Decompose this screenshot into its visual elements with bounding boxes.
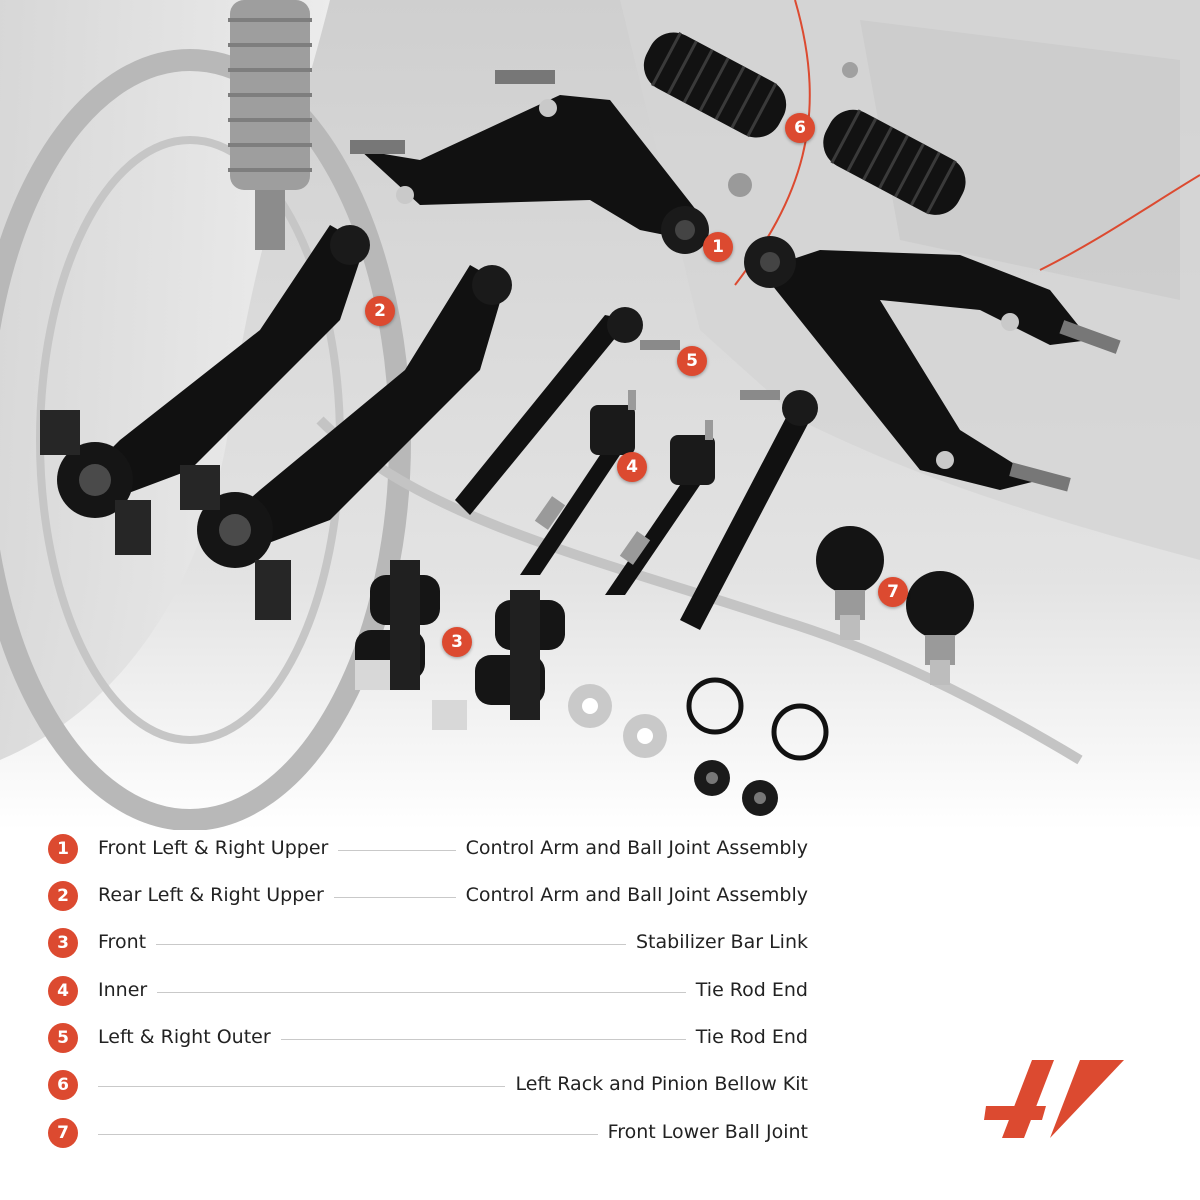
legend-right-label: Left Rack and Pinion Bellow Kit xyxy=(505,1073,808,1095)
callout-3: 3 xyxy=(442,627,472,657)
legend-number-badge: 3 xyxy=(48,928,78,958)
legend-number-badge: 5 xyxy=(48,1023,78,1053)
legend-row-1: 1 Front Left & Right Upper Control Arm a… xyxy=(48,832,808,866)
inner-tie-rod-end-right xyxy=(605,420,715,595)
rear-upper-control-arm-left xyxy=(40,225,370,555)
brand-logo xyxy=(984,1058,1156,1140)
legend-left-label: Front xyxy=(98,931,157,953)
leader-line xyxy=(98,1086,808,1087)
stabilizer-bar-link-left xyxy=(355,560,440,690)
leader-line xyxy=(98,1039,808,1040)
legend-number-badge: 7 xyxy=(48,1118,78,1148)
outer-tie-rod-end-left xyxy=(455,307,680,515)
legend-row-7: 7 Front Lower Ball Joint xyxy=(48,1116,808,1150)
legend-number-badge: 4 xyxy=(48,976,78,1006)
stabilizer-bar-link-right xyxy=(432,590,565,730)
legend-right-label: Tie Rod End xyxy=(685,979,808,1001)
rack-bellow-right xyxy=(823,109,966,215)
legend-right-label: Front Lower Ball Joint xyxy=(597,1121,808,1143)
legend-left-label: Front Left & Right Upper xyxy=(98,837,339,859)
legend-left-label: Inner xyxy=(98,979,158,1001)
leader-line xyxy=(98,897,808,898)
legend-row-5: 5 Left & Right Outer Tie Rod End xyxy=(48,1021,808,1055)
legend-row-4: 4 Inner Tie Rod End xyxy=(48,974,808,1008)
leader-line xyxy=(98,1134,808,1135)
leader-line xyxy=(98,944,808,945)
leader-line xyxy=(98,992,808,993)
legend-number-badge: 2 xyxy=(48,881,78,911)
leader-line xyxy=(98,850,808,851)
legend-right-label: Stabilizer Bar Link xyxy=(625,931,808,953)
callout-6: 6 xyxy=(785,113,815,143)
rear-upper-control-arm-right xyxy=(180,265,512,620)
rack-bellow-left xyxy=(643,31,787,138)
callout-4: 4 xyxy=(617,452,647,482)
callout-2: 2 xyxy=(365,296,395,326)
callout-7: 7 xyxy=(878,577,908,607)
legend-right-label: Control Arm and Ball Joint Assembly xyxy=(455,837,808,859)
inner-tie-rod-end-left xyxy=(520,390,636,575)
callout-1: 1 xyxy=(703,232,733,262)
hardware-washers xyxy=(568,677,829,816)
legend-right-label: Tie Rod End xyxy=(685,1026,808,1048)
legend-row-6: 6 Left Rack and Pinion Bellow Kit xyxy=(48,1068,808,1102)
parts-illustration xyxy=(0,0,1200,830)
legend-row-2: 2 Rear Left & Right Upper Control Arm an… xyxy=(48,879,808,913)
front-upper-control-arm-left xyxy=(350,70,709,254)
legend-number-badge: 6 xyxy=(48,1070,78,1100)
lower-ball-joint-left xyxy=(816,526,884,640)
callout-5: 5 xyxy=(677,346,707,376)
legend-right-label: Control Arm and Ball Joint Assembly xyxy=(455,884,808,906)
front-upper-control-arm-right xyxy=(744,236,1121,492)
legend-left-label: Rear Left & Right Upper xyxy=(98,884,334,906)
legend-left-label: Left & Right Outer xyxy=(98,1026,281,1048)
legend-row-3: 3 Front Stabilizer Bar Link xyxy=(48,926,808,960)
outer-tie-rod-end-right xyxy=(680,390,818,630)
lower-ball-joint-right xyxy=(906,571,974,685)
legend-number-badge: 1 xyxy=(48,834,78,864)
